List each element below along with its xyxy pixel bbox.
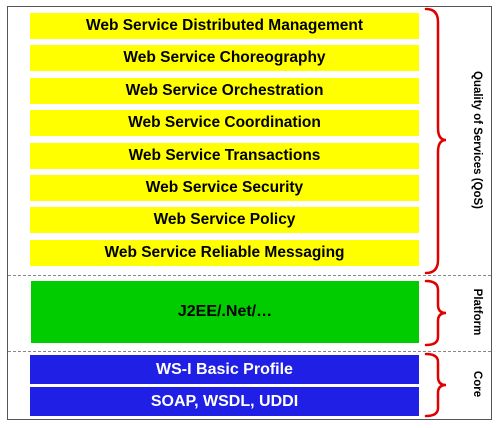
- layer-security: Web Service Security: [30, 175, 419, 201]
- layer-coordination: Web Service Coordination: [30, 110, 419, 136]
- layer-platform: J2EE/.Net/…: [31, 281, 419, 343]
- divider-platform-core: [8, 351, 491, 352]
- divider-qos-platform: [8, 275, 491, 276]
- layer-policy: Web Service Policy: [30, 207, 419, 233]
- layer-soap-wsdl-uddi: SOAP, WSDL, UDDI: [30, 387, 419, 416]
- layer-reliable-messaging: Web Service Reliable Messaging: [30, 240, 419, 266]
- layer-choreography: Web Service Choreography: [30, 45, 419, 71]
- core-group-label: Core: [471, 370, 483, 398]
- platform-group-label: Platform: [471, 288, 483, 336]
- layer-basic-profile: WS-I Basic Profile: [30, 355, 419, 384]
- qos-group-label: Quality of Services (QoS): [471, 70, 483, 210]
- layer-orchestration: Web Service Orchestration: [30, 78, 419, 104]
- layer-transactions: Web Service Transactions: [30, 143, 419, 169]
- layer-distributed-management: Web Service Distributed Management: [30, 13, 419, 39]
